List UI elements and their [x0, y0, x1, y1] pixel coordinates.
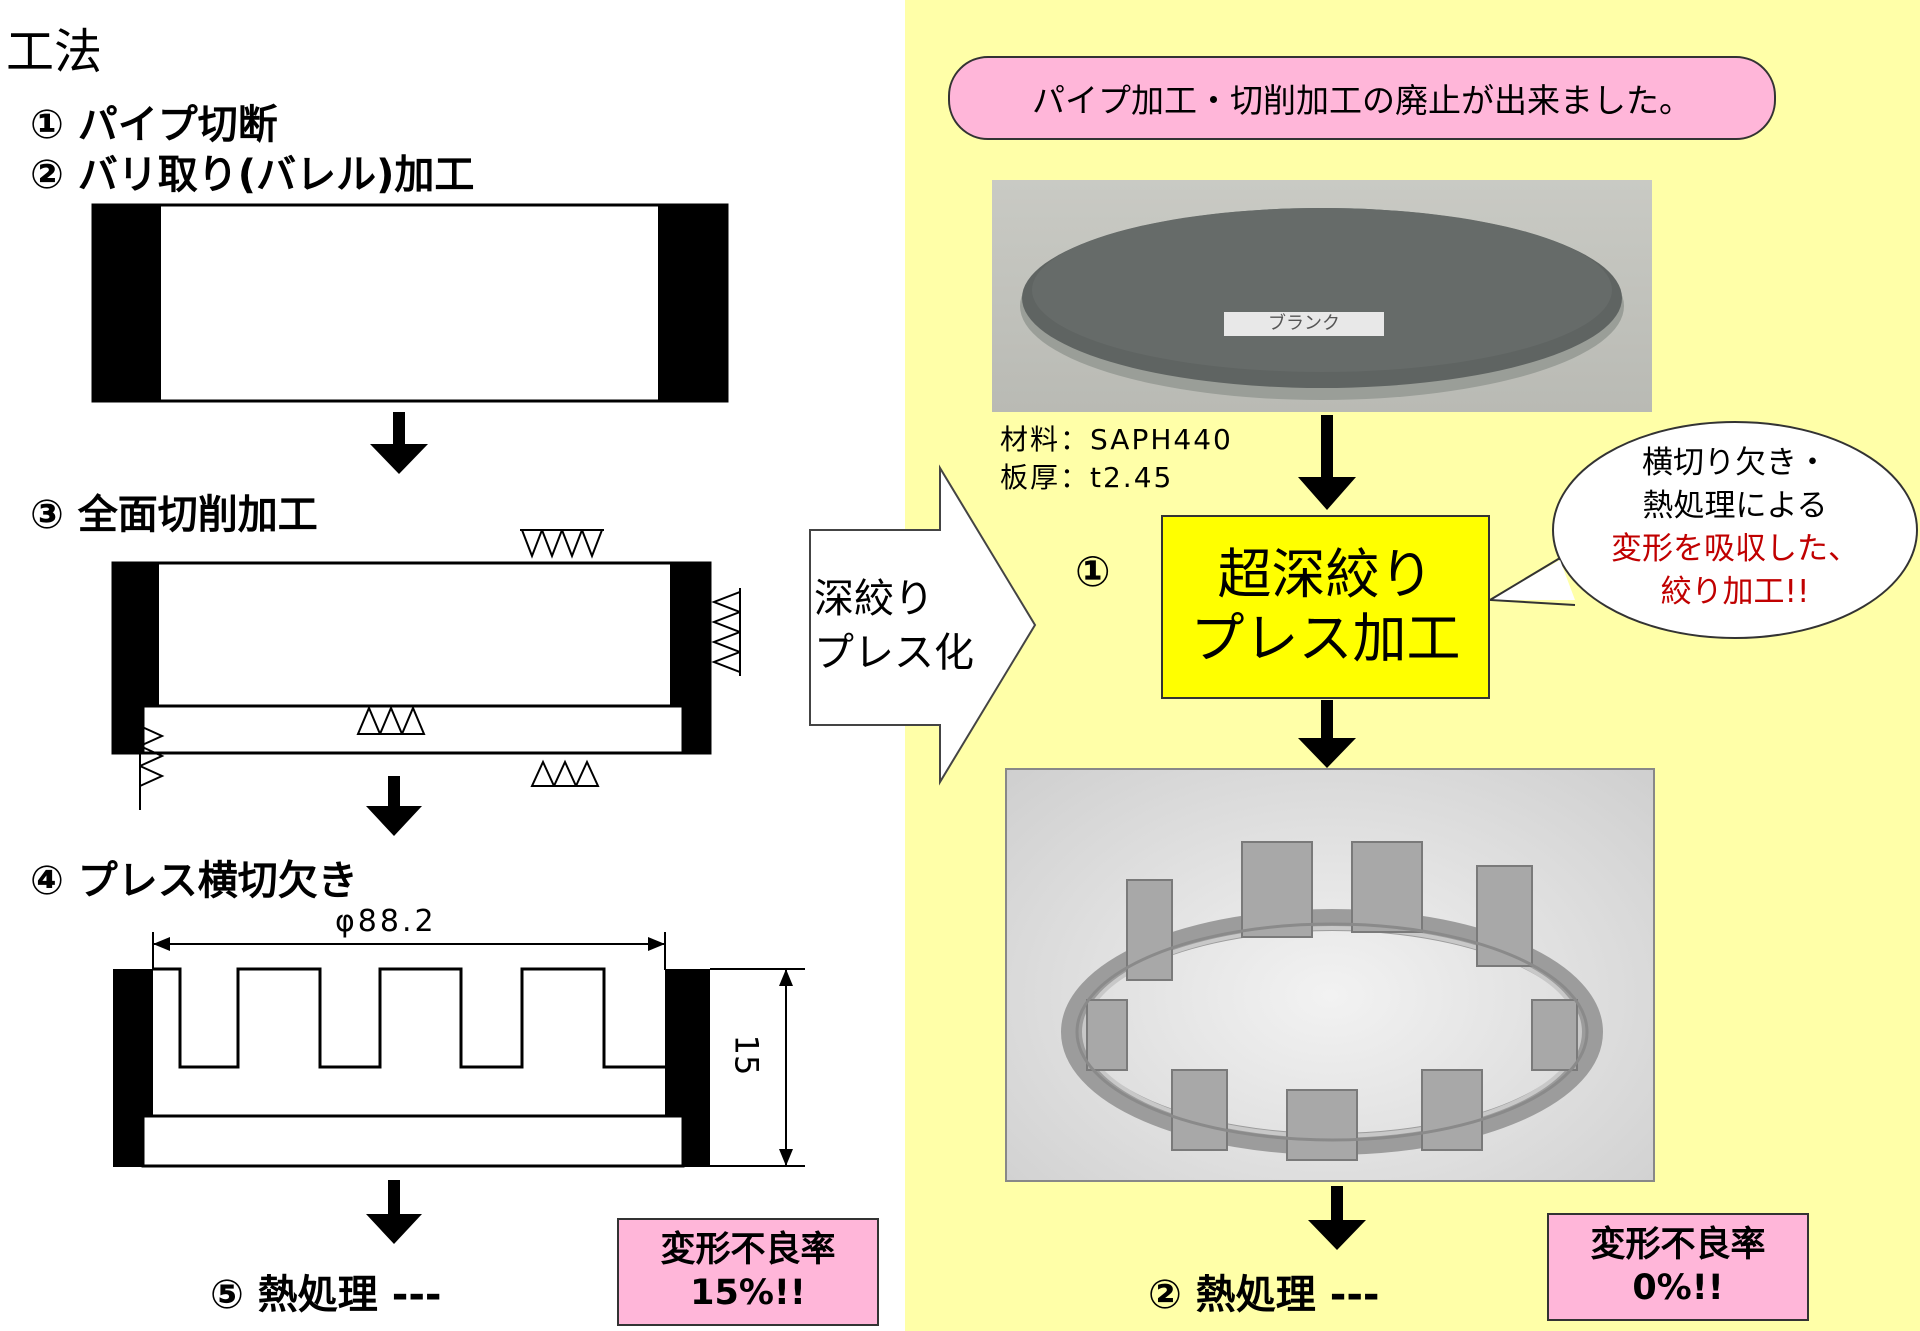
blank-photo: ブランク [992, 180, 1652, 412]
blank-disc-image [1020, 208, 1624, 400]
pipe-section-diagram [91, 203, 729, 403]
right-down-arrow-1 [1298, 415, 1356, 510]
right-down-arrow-2 [1298, 700, 1356, 768]
callout-line3: 変形を吸収した、 [1611, 531, 1859, 567]
step-pipe-cut: ① パイプ切断 [30, 102, 278, 148]
step-heat-treatment: ⑤ 熱処理 --- [210, 1272, 442, 1318]
callout-bubble [1486, 421, 1918, 639]
left-defect-value: 15%!! [690, 1273, 806, 1313]
right-down-arrow-3 [1308, 1186, 1366, 1250]
callout-text: 横切り欠き・ 熱処理による 変形を吸収した、 絞り加工!! [1565, 442, 1905, 614]
right-step1-number: ① [1075, 547, 1111, 596]
right-defect-value: 0%!! [1632, 1268, 1724, 1308]
callout-line4: 絞り加工!! [1660, 574, 1810, 610]
left-defect-label: 変形不良率 [660, 1230, 836, 1270]
result-banner: パイプ加工・切削加工の廃止が出来ました。 [948, 56, 1776, 140]
step-full-cutting: ③ 全面切削加工 [30, 492, 318, 538]
page-title: 工法 [6, 24, 103, 80]
down-arrow-3 [366, 1180, 422, 1244]
step-press-notch: ④ プレス横切欠き [30, 858, 358, 904]
deep-draw-line1: 超深絞り [1217, 543, 1434, 606]
cutting-diagram [111, 529, 741, 810]
deep-draw-box: 超深絞り プレス加工 [1161, 515, 1490, 699]
down-arrow-2 [366, 776, 422, 836]
dim-height: 15 [727, 1034, 766, 1076]
notch-diagram [113, 932, 805, 1168]
left-defect-box: 変形不良率 15%!! [617, 1218, 879, 1326]
thickness-spec: 板厚：t2.45 [1000, 461, 1174, 494]
ring-photo [1005, 768, 1655, 1182]
right-defect-box: 変形不良率 0%!! [1547, 1213, 1809, 1321]
material-spec: 材料：SAPH440 [1000, 423, 1233, 456]
callout-line2: 熱処理による [1642, 488, 1828, 524]
down-arrow-1 [370, 412, 428, 474]
transition-label: 深絞り プレス化 [814, 572, 974, 680]
callout-line1: 横切り欠き・ [1642, 445, 1828, 481]
transition-label-line1: 深絞り [814, 576, 934, 622]
right-defect-label: 変形不良率 [1590, 1225, 1766, 1265]
right-step-heat-treatment: ② 熱処理 --- [1148, 1272, 1380, 1318]
dim-diameter: φ88.2 [335, 904, 437, 939]
ring-part-image [1061, 841, 1603, 1161]
step-deburr: ② バリ取り(バレル)加工 [30, 152, 475, 198]
blank-label: ブランク [1224, 312, 1384, 336]
deep-draw-line2: プレス加工 [1190, 607, 1461, 670]
transition-label-line2: プレス化 [814, 630, 974, 676]
transition-arrow [809, 464, 1037, 786]
